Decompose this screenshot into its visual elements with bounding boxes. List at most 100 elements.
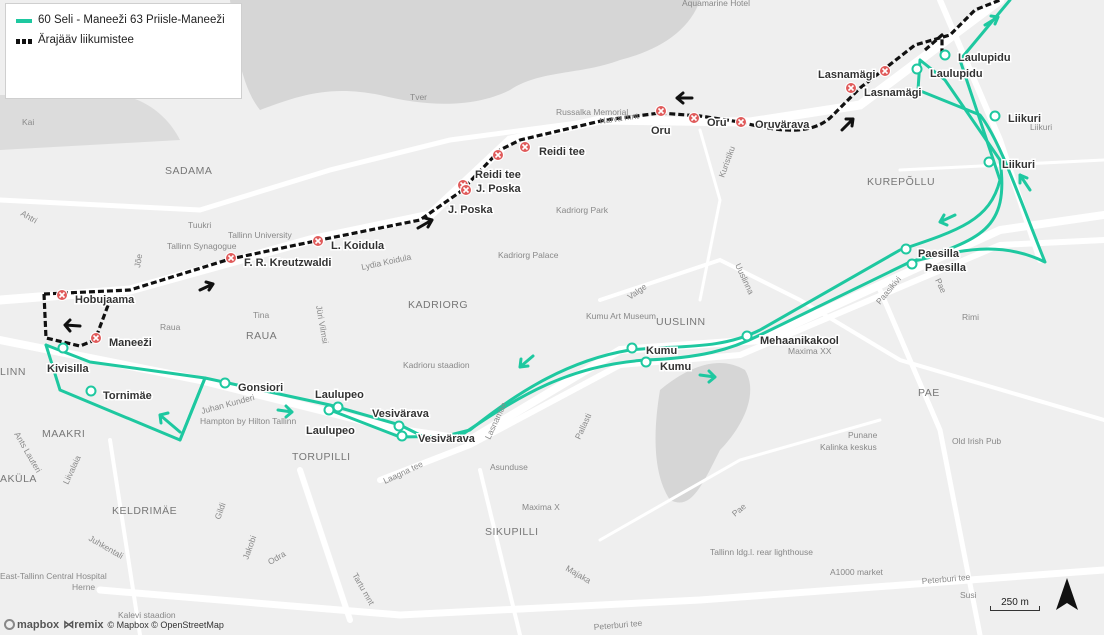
route-stop-marker[interactable] xyxy=(741,330,753,342)
street-label: Lydia Koidula xyxy=(360,252,412,272)
closed-stop-label: Hobujaama xyxy=(75,294,135,306)
place-label: Maxima X xyxy=(522,502,560,512)
place-label: Susi xyxy=(960,590,977,600)
area-label: MAAKRI xyxy=(42,428,85,440)
detour-path xyxy=(42,0,1001,348)
water-pond xyxy=(655,362,751,503)
route-stop-label: Mehaanikakool xyxy=(760,335,839,347)
closed-stop-label: Lasnamägi xyxy=(864,87,921,99)
street-label: Pallasti xyxy=(573,412,594,441)
mapbox-icon xyxy=(4,619,15,630)
close-icon xyxy=(314,237,322,245)
place-label: Kalevi staadion xyxy=(118,610,176,620)
closed-stop-label: Reidi tee xyxy=(475,169,521,181)
closed-stop-label: Reidi tee xyxy=(539,146,585,158)
closed-stop-marker[interactable] xyxy=(519,141,531,153)
place-label: Aquamarine Hotel xyxy=(682,0,750,8)
route-stop-marker[interactable] xyxy=(911,63,923,75)
route-stop-marker[interactable] xyxy=(219,377,231,389)
closed-stop-marker[interactable] xyxy=(688,112,700,124)
close-icon xyxy=(92,334,100,342)
route-stop-label: Gonsiori xyxy=(238,382,283,394)
route-stop-label: Laulupeo xyxy=(306,425,355,437)
close-icon xyxy=(657,107,665,115)
remix-logo[interactable]: ⋈remix xyxy=(63,618,104,632)
closed-stop-label: Oruvärava xyxy=(755,119,810,131)
route-stop-label: Paesilla xyxy=(925,262,967,274)
route-stop-marker[interactable] xyxy=(396,430,408,442)
route-stop-marker[interactable] xyxy=(332,401,344,413)
place-label: Rimi xyxy=(962,312,979,322)
place-label: Maxima XX xyxy=(788,346,832,356)
area-label: KADRIORG xyxy=(408,299,468,311)
legend-route-label: 60 Seli - Maneeži 63 Priisle-Maneeži xyxy=(38,14,225,26)
closed-stop-marker[interactable] xyxy=(735,116,747,128)
place-label: Tallinn Synagogue xyxy=(167,241,237,251)
route-stop-marker[interactable] xyxy=(983,156,995,168)
route-stop-marker[interactable] xyxy=(393,420,405,432)
route-stop-label: Kumu xyxy=(660,361,691,373)
closed-stop-marker[interactable] xyxy=(845,82,857,94)
street-label: Tuukri xyxy=(188,220,211,230)
street-label: Juhkentali xyxy=(87,533,125,561)
place-label: East-Tallinn Central Hospital xyxy=(0,571,107,581)
closed-stop-label: J. Poska xyxy=(448,204,494,216)
closed-stop-marker[interactable] xyxy=(492,149,504,161)
closed-stop-marker[interactable] xyxy=(56,289,68,301)
closed-stop-marker[interactable] xyxy=(655,105,667,117)
mapbox-logo[interactable]: mapbox xyxy=(4,619,59,631)
route-stop-marker[interactable] xyxy=(900,243,912,255)
street-label: Tver xyxy=(410,92,427,102)
route-stop-marker[interactable] xyxy=(640,356,652,368)
water-harbor xyxy=(0,95,180,150)
area-label: UUSLINN xyxy=(656,316,706,328)
route-stop-marker[interactable] xyxy=(906,258,918,270)
route-stop-marker[interactable] xyxy=(989,110,1001,122)
route-stop-marker[interactable] xyxy=(626,342,638,354)
legend-detour-label: Ärajääv liikumistee xyxy=(38,34,134,46)
close-icon xyxy=(227,254,235,262)
street-label: Majaka xyxy=(564,563,593,585)
closed-stop-label: J. Poska xyxy=(476,183,522,195)
street-label: Ants Lauteri xyxy=(12,430,43,474)
place-label: Kadriorg Park xyxy=(556,205,609,215)
close-icon xyxy=(881,67,889,75)
close-icon xyxy=(58,291,66,299)
close-icon xyxy=(737,118,745,126)
street-label: Jüri Vilmsi xyxy=(314,305,331,345)
remix-wordmark: remix xyxy=(74,618,104,631)
closed-stop-marker[interactable] xyxy=(312,235,324,247)
place-label: Old Irish Pub xyxy=(952,436,1001,446)
street-label: Tartu mnt xyxy=(350,571,377,607)
place-label: Kalinka keskus xyxy=(820,442,877,452)
street-label: Uuslinna xyxy=(733,262,756,296)
area-label: SADAMA xyxy=(165,165,212,177)
closed-stop-label: Maneeži xyxy=(109,337,152,349)
scale-bar-line xyxy=(990,606,1040,611)
closed-stop-marker[interactable] xyxy=(90,332,102,344)
route-stop-marker[interactable] xyxy=(57,342,69,354)
route-stop-marker[interactable] xyxy=(323,404,335,416)
route-stop-label: Kumu xyxy=(646,345,677,357)
route-stop-marker[interactable] xyxy=(85,385,97,397)
place-label: Russalka Memorial xyxy=(556,107,628,117)
route-stop-marker[interactable] xyxy=(939,49,951,61)
closed-stop-marker[interactable] xyxy=(879,65,891,77)
closed-stop-marker[interactable] xyxy=(460,184,472,196)
street-label: Odra xyxy=(266,548,288,566)
closed-stop-label: Oru xyxy=(651,125,671,137)
attribution-text[interactable]: © Mapbox © OpenStreetMap xyxy=(107,619,224,630)
close-icon xyxy=(690,114,698,122)
route-stop-label: Laulupidu xyxy=(930,68,983,80)
closed-stop-marker[interactable] xyxy=(225,252,237,264)
map-attribution: mapbox ⋈remix © Mapbox © OpenStreetMap xyxy=(4,618,224,631)
street-label: Asunduse xyxy=(490,462,528,472)
route-stop-label: Liikuri xyxy=(1008,113,1041,125)
area-label: AKÜLA xyxy=(0,473,37,485)
remix-icon: ⋈ xyxy=(63,619,75,631)
north-arrow-icon xyxy=(1056,578,1078,610)
route-stop-label: Vesivärava xyxy=(418,433,476,445)
street-label: Pae xyxy=(730,501,748,519)
